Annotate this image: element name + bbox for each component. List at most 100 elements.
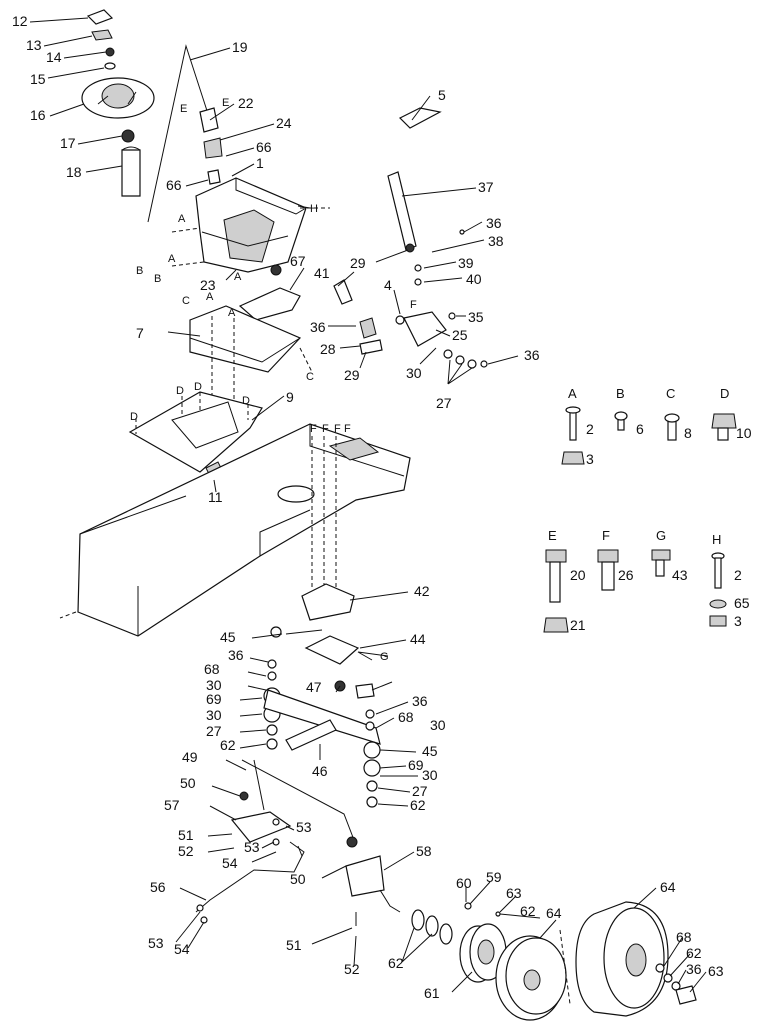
callout-61-d: 62 xyxy=(686,945,702,961)
callout-49-b: 52 xyxy=(344,961,360,977)
callout-30-d: 36 xyxy=(228,647,244,663)
key-letter-e: E xyxy=(548,528,557,543)
callout-1: 1 xyxy=(256,155,264,171)
callout-49-a: 52 xyxy=(178,843,194,859)
callout-45-d: 30 xyxy=(430,717,446,733)
callout-67-a: 68 xyxy=(204,661,220,677)
callout-52: 56 xyxy=(150,879,166,895)
callout-54: 58 xyxy=(416,843,432,859)
callout-68-a: 69 xyxy=(206,691,222,707)
callout-41: 46 xyxy=(312,763,328,779)
key-c-part-8: 8 xyxy=(684,425,692,441)
callout-27-a: 27 xyxy=(436,395,452,411)
callout-45-e: 30 xyxy=(422,767,438,783)
letter-d-2: D xyxy=(194,381,202,393)
callout-50-c: 53 xyxy=(148,935,164,951)
callout-29: 29 xyxy=(344,367,360,383)
callout-23: 23 xyxy=(200,277,216,293)
key-letter-b: B xyxy=(616,386,625,401)
key-h-part-3: 3 xyxy=(734,613,742,629)
callout-51-b: 54 xyxy=(174,941,190,957)
key-a-part-2: 2 xyxy=(586,421,594,437)
callout-63: 64 xyxy=(546,905,562,921)
key-letter-d: D xyxy=(720,386,729,401)
letter-g-1: G xyxy=(380,651,389,663)
callout-27-b: 27 xyxy=(206,723,222,739)
callout-12: 12 xyxy=(12,13,28,29)
callout-13: 13 xyxy=(26,37,42,53)
callout-50-a: 53 xyxy=(296,819,312,835)
letter-d-1: D xyxy=(176,385,184,397)
callout-64-upper: 66 xyxy=(256,139,272,155)
callout-30-b: 36 xyxy=(310,319,326,335)
callout-62: 63 xyxy=(708,963,724,979)
callout-47-b: 50 xyxy=(290,871,306,887)
callout-61-a: 62 xyxy=(220,737,236,753)
callout-37: 42 xyxy=(414,583,430,599)
letter-d-3: D xyxy=(242,395,250,407)
callout-50-b: 53 xyxy=(244,839,260,855)
callout-61-c: 62 xyxy=(388,955,404,971)
callout-numbers: 12 13 14 15 16 17 18 19 22 24 66 66 1 23… xyxy=(12,13,724,1001)
letter-f-5: F xyxy=(410,299,417,311)
callout-66: 67 xyxy=(290,253,306,269)
callout-51-a: 54 xyxy=(222,855,238,871)
callout-11: 11 xyxy=(208,489,223,505)
callout-61-b: 62 xyxy=(410,797,426,813)
callout-24: 24 xyxy=(276,115,292,131)
callout-34: 39 xyxy=(458,255,474,271)
letter-a-3: A xyxy=(234,271,242,283)
callout-5: 5 xyxy=(438,87,446,103)
key-letter-h: H xyxy=(712,532,721,547)
key-e-part-21: 21 xyxy=(570,617,586,633)
letter-b-2: B xyxy=(154,273,161,285)
callout-14: 14 xyxy=(46,49,62,65)
callout-28: 28 xyxy=(320,341,336,357)
leader-lines xyxy=(29,17,707,993)
callout-22: 22 xyxy=(238,95,254,111)
letter-e-2: E xyxy=(222,97,229,109)
connector-letters: E E A B B A A H C A A C D D D D F F F F … xyxy=(130,97,417,663)
callout-15: 15 xyxy=(30,71,46,87)
callout-48-a: 51 xyxy=(178,827,194,843)
callout-64-lower: 66 xyxy=(166,177,182,193)
key-a-part-3: 3 xyxy=(586,451,594,467)
callout-68-b: 69 xyxy=(408,757,424,773)
callout-9: 9 xyxy=(286,389,294,405)
front-axle-assembly xyxy=(195,583,401,926)
key-b-part-6: 6 xyxy=(636,421,644,437)
callout-7: 7 xyxy=(136,325,144,341)
hardware-key xyxy=(543,406,737,633)
callout-38: 44 xyxy=(410,631,426,647)
console-assembly xyxy=(171,107,330,321)
letter-b-1: B xyxy=(136,265,143,277)
callout-18: 18 xyxy=(66,164,82,180)
letter-f-4: F xyxy=(344,423,351,435)
callout-47-a: 50 xyxy=(180,775,196,791)
callout-17: 17 xyxy=(60,135,76,151)
hardware-key-labels: A 2 3 B 6 C 8 D 10 E 20 21 F 26 G 43 H 2… xyxy=(548,386,752,633)
callout-45-b: 30 xyxy=(206,677,222,693)
key-letter-a: A xyxy=(568,386,577,401)
callout-42: 47 xyxy=(306,679,322,695)
letter-h-1: H xyxy=(310,203,318,215)
callout-46: 49 xyxy=(182,749,198,765)
key-h-part-2: 2 xyxy=(734,567,742,583)
callout-55: 59 xyxy=(486,869,502,885)
key-f-part-26: 26 xyxy=(618,567,634,583)
callout-30-a: 36 xyxy=(486,215,502,231)
letter-f-3: F xyxy=(334,423,341,435)
callout-56: 60 xyxy=(456,875,472,891)
key-h-part-65: 65 xyxy=(734,595,750,611)
callout-35: 40 xyxy=(466,271,482,287)
callout-39: 45 xyxy=(220,629,236,645)
callout-60: 64 xyxy=(660,879,676,895)
callout-57: 61 xyxy=(424,985,440,1001)
callout-31: 35 xyxy=(468,309,484,325)
callout-59: 63 xyxy=(506,885,522,901)
callout-53: 57 xyxy=(164,797,180,813)
letter-a-2: A xyxy=(168,253,176,265)
callout-36: 41 xyxy=(314,265,330,281)
key-g-part-43: 43 xyxy=(672,567,688,583)
steering-wheel-assembly xyxy=(81,9,211,223)
